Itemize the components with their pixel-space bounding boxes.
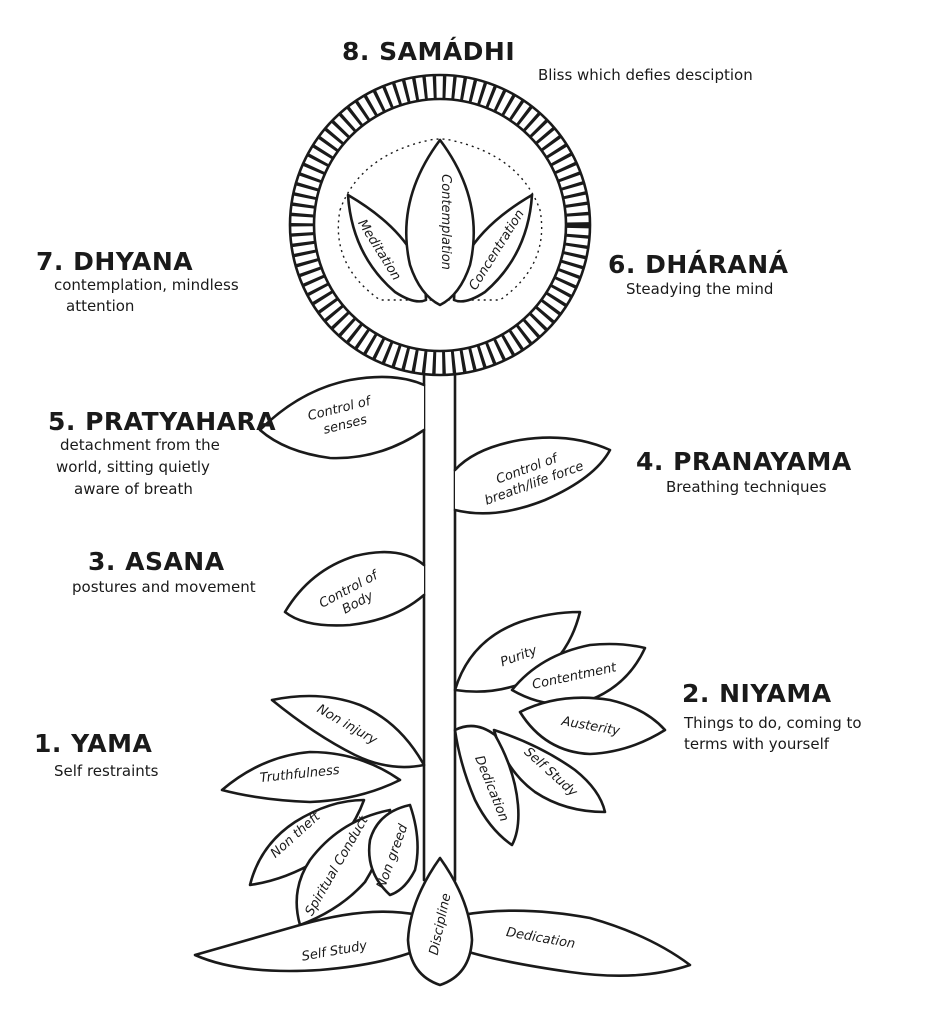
- petal-meditation: [346, 193, 428, 303]
- yama-desc: Self restraints: [54, 762, 159, 780]
- root-leaf-discipline: [406, 856, 474, 987]
- asana-title: 3. ASANA: [88, 547, 225, 576]
- petal-contemplation: [404, 138, 476, 307]
- leaf-control-of-breath: Control of breath/life force: [453, 436, 612, 515]
- niyama-desc-line-2: terms with yourself: [684, 735, 830, 753]
- limb-dharana: 6. DHÁRANÁ Steadying the mind: [608, 250, 789, 298]
- limb-pranayama: 4. PRANAYAMA Breathing techniques: [636, 447, 852, 496]
- leaf-truthfulness: [220, 750, 402, 804]
- samadhi-title: 8. SAMÁDHI: [342, 37, 515, 66]
- leaf-purity: [453, 610, 582, 693]
- samadhi-desc: Bliss which defies desciption: [538, 66, 753, 84]
- dhyana-title: 7. DHYANA: [36, 247, 193, 276]
- limb-asana: 3. ASANA postures and movement: [72, 547, 256, 596]
- limb-yama: 1. YAMA Self restraints: [34, 729, 159, 780]
- root-leaf-self-study: [193, 910, 420, 973]
- niyama-leaf-cluster: Purity Contentment Austerity Self Study …: [453, 610, 667, 847]
- pratyahara-title: 5. PRATYAHARA: [48, 407, 276, 436]
- petal-contemplation-label: Contemplation: [438, 174, 453, 270]
- leaf-austerity: [518, 696, 667, 756]
- pratyahara-desc-line-2: world, sitting quietly: [56, 458, 210, 476]
- root-leaf-dedication: [460, 909, 692, 977]
- samadhi-flower: Meditation Contemplation Concentration: [288, 73, 592, 377]
- niyama-title: 2. NIYAMA: [682, 679, 832, 708]
- limb-pratyahara: 5. PRATYAHARA detachment from the world,…: [48, 407, 276, 498]
- dhyana-desc-line-2: attention: [66, 297, 134, 315]
- dharana-title: 6. DHÁRANÁ: [608, 250, 789, 279]
- root-leaves: Self Study Dedication Discipline: [193, 856, 692, 987]
- niyama-desc-line-1: Things to do, coming to: [683, 714, 862, 732]
- dhyana-desc-line-1: contemplation, mindless: [54, 276, 239, 294]
- asana-desc: postures and movement: [72, 578, 256, 596]
- leaf-non-injury: [270, 694, 426, 769]
- limb-niyama: 2. NIYAMA Things to do, coming to terms …: [682, 679, 862, 753]
- yama-leaf-cluster: Non injury Truthfulness Non theft Spirit…: [220, 694, 426, 927]
- yama-title: 1. YAMA: [34, 729, 153, 758]
- limb-samadhi: 8. SAMÁDHI Bliss which defies desciption: [342, 37, 753, 84]
- leaf-dedication-niyama: [453, 724, 520, 847]
- pranayama-title: 4. PRANAYAMA: [636, 447, 852, 476]
- leaf-control-of-senses: Control of senses: [258, 375, 426, 460]
- leaf-control-of-body: Control of Body: [283, 550, 426, 627]
- leaf-self-study-niyama: [492, 728, 607, 814]
- dharana-desc: Steadying the mind: [626, 280, 773, 298]
- pratyahara-desc-line-3: aware of breath: [74, 480, 193, 498]
- flower-hatched-ring: [291, 76, 589, 374]
- petal-concentration: [452, 193, 534, 303]
- pranayama-desc: Breathing techniques: [666, 478, 827, 496]
- flower-dotted-outline: [337, 138, 543, 301]
- leaf-non-greed: [367, 803, 419, 897]
- pratyahara-desc-line-1: detachment from the: [60, 436, 220, 454]
- limb-dhyana: 7. DHYANA contemplation, mindless attent…: [36, 247, 239, 315]
